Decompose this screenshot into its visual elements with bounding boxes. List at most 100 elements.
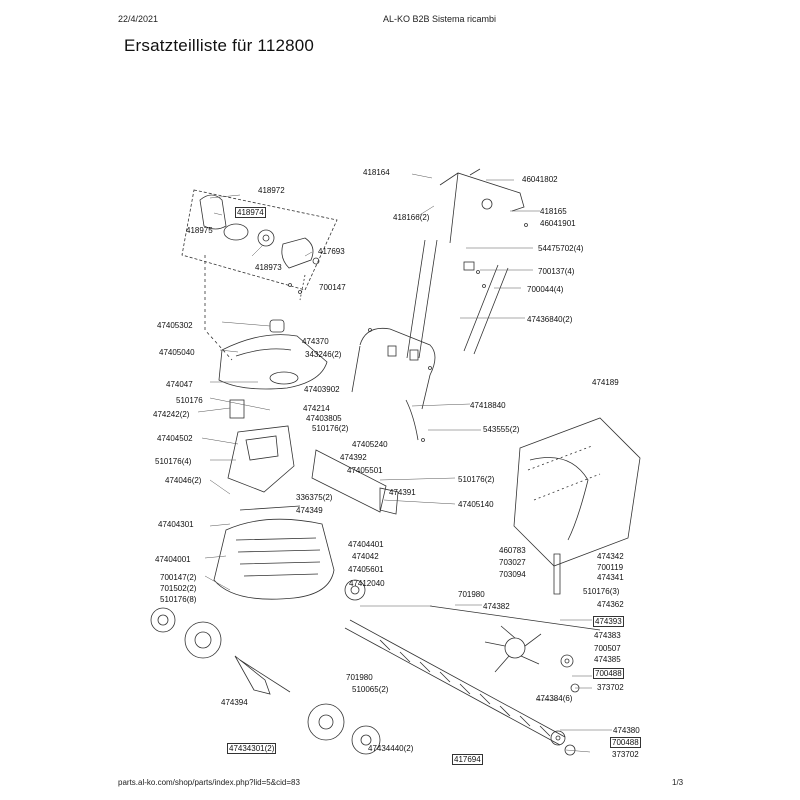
- small-bracket: [553, 553, 561, 595]
- part-label: 474042: [352, 552, 379, 561]
- print-date: 22/4/2021: [118, 14, 159, 24]
- part-label: 47412040: [349, 579, 385, 588]
- top-cover: [218, 334, 328, 390]
- drive-belt: [223, 223, 249, 241]
- part-label: 47405240: [352, 440, 388, 449]
- part-label: 343246(2): [305, 350, 342, 359]
- part-label: 474384(6): [536, 694, 573, 703]
- part-label: 47404401: [348, 540, 384, 549]
- part-label: 510176(2): [458, 475, 495, 484]
- main-deck: [213, 518, 335, 600]
- part-label: 47404502: [157, 434, 193, 443]
- part-label: 701502(2): [160, 584, 197, 593]
- part-label: 700147: [319, 283, 346, 292]
- part-label: 418973: [255, 263, 282, 272]
- motor-mount: [227, 425, 295, 493]
- part-label: 701980: [346, 673, 373, 682]
- part-label: 474382: [483, 602, 510, 611]
- part-label: 47405601: [348, 565, 384, 574]
- handle-lower: [351, 327, 436, 441]
- chute-flap: [311, 449, 387, 513]
- part-label: 474341: [597, 573, 624, 582]
- part-label: 700044(4): [527, 285, 564, 294]
- part-label: 474392: [340, 453, 367, 462]
- wheel-left-front: [184, 621, 222, 659]
- part-label: 418974: [235, 207, 266, 218]
- part-label: 700488: [593, 668, 624, 679]
- part-label: 703027: [499, 558, 526, 567]
- part-label: 46041901: [540, 219, 576, 228]
- part-label: 700137(4): [538, 267, 575, 276]
- part-label: 510176(8): [160, 595, 197, 604]
- part-label: 417693: [318, 247, 345, 256]
- part-label: 474189: [592, 378, 619, 387]
- wheel-rear: [307, 703, 345, 741]
- part-label: 47418840: [470, 401, 506, 410]
- pulley: [257, 229, 275, 247]
- part-label: 47434440(2): [368, 744, 414, 753]
- part-label: 700488: [610, 737, 641, 748]
- part-label: 474349: [296, 506, 323, 515]
- part-label: 47405140: [458, 500, 494, 509]
- part-label: 418165: [540, 207, 567, 216]
- part-label: 474391: [389, 488, 416, 497]
- part-label: 543555(2): [483, 425, 520, 434]
- part-label: 418975: [186, 226, 213, 235]
- part-label: 474385: [594, 655, 621, 664]
- part-label: 417694: [452, 754, 483, 765]
- part-label: 418972: [258, 186, 285, 195]
- part-label: 474370: [302, 337, 329, 346]
- part-label: 510176(3): [583, 587, 620, 596]
- part-label: 47403805: [306, 414, 342, 423]
- handle-upper: [439, 172, 525, 244]
- page-number: 1/3: [672, 778, 684, 787]
- part-label: 418166(2): [393, 213, 430, 222]
- part-label: 47403902: [304, 385, 340, 394]
- wheel-left-small: [150, 607, 176, 633]
- part-label: 474393: [593, 616, 624, 627]
- part-label: 474383: [594, 631, 621, 640]
- part-label: 700507: [594, 644, 621, 653]
- part-label: 47405040: [159, 348, 195, 357]
- bearing: [560, 654, 574, 668]
- part-label: 54475702(4): [538, 244, 584, 253]
- grass-catcher: [513, 417, 641, 567]
- site-title: AL-KO B2B Sistema ricambi: [383, 14, 497, 24]
- part-label: 47404001: [155, 555, 191, 564]
- motor-housing: [199, 194, 227, 230]
- part-label: 701980: [458, 590, 485, 599]
- part-label: 47404301: [158, 520, 194, 529]
- part-label: 510176(2): [312, 424, 349, 433]
- part-label: 510176: [176, 396, 203, 405]
- part-label: 47405501: [347, 466, 383, 475]
- part-label: 336375(2): [296, 493, 333, 502]
- part-label: 46041802: [522, 175, 558, 184]
- part-label: 474362: [597, 600, 624, 609]
- part-label: 47436840(2): [527, 315, 573, 324]
- wheel-rear-2: [351, 725, 381, 755]
- footer-url: parts.al-ko.com/shop/parts/index.php?lid…: [118, 778, 300, 787]
- part-label: 373702: [612, 750, 639, 759]
- part-label: 474380: [613, 726, 640, 735]
- part-label: 703094: [499, 570, 526, 579]
- part-label: 474047: [166, 380, 193, 389]
- tine-star: [484, 625, 542, 673]
- part-label: 474214: [303, 404, 330, 413]
- part-label: 47405302: [157, 321, 193, 330]
- part-label: 47434301(2): [226, 743, 277, 754]
- motor-assembly-frame: [181, 189, 338, 291]
- part-label: 510176(4): [155, 457, 192, 466]
- part-label: 474046(2): [165, 476, 202, 485]
- part-label: 474242(2): [153, 410, 190, 419]
- part-label: 460783: [499, 546, 526, 555]
- tine-shaft: [344, 619, 566, 746]
- motor: [281, 237, 314, 269]
- part-label: 418164: [363, 168, 390, 177]
- page-title: Ersatzteilliste für 112800: [124, 36, 315, 55]
- part-label: 700147(2): [160, 573, 197, 582]
- knob: [269, 319, 285, 333]
- part-label: 474394: [221, 698, 248, 707]
- part-label: 474342: [597, 552, 624, 561]
- part-label: 510065(2): [352, 685, 389, 694]
